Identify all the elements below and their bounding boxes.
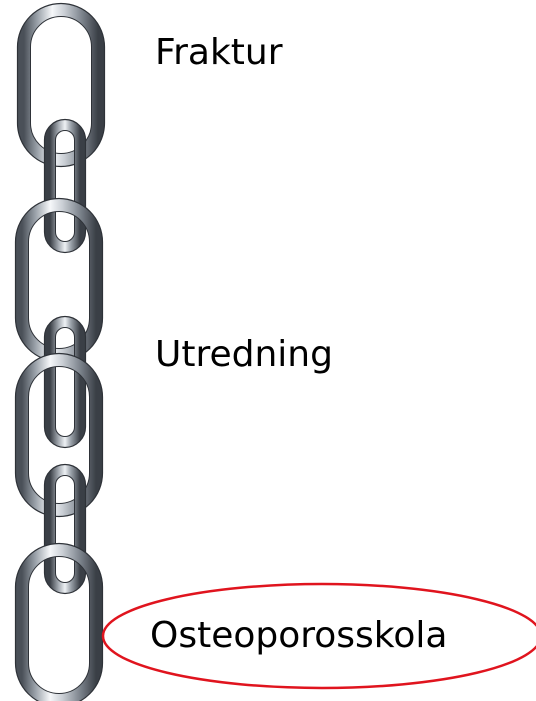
- highlight-ellipse: [0, 0, 536, 701]
